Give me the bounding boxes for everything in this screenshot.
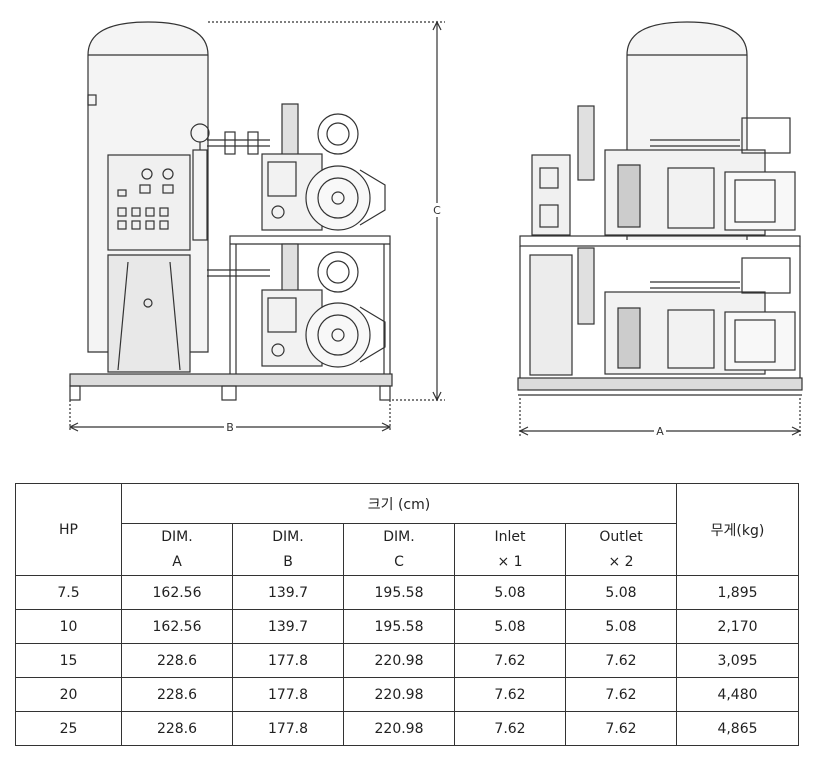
cell-outlet: 7.62	[565, 711, 677, 746]
dim-label-b: B	[226, 421, 234, 434]
header-hp: HP	[15, 483, 122, 576]
cell-dim-b: 139.7	[232, 575, 344, 610]
cell-hp: 7.5	[15, 575, 122, 610]
cell-inlet: 7.62	[454, 677, 566, 712]
cell-weight: 2,170	[676, 609, 799, 644]
subheader-outlet: Outlet× 2	[565, 523, 677, 576]
cell-dim-c: 195.58	[343, 575, 455, 610]
lower-pump-side	[529, 247, 796, 376]
tank-stand	[107, 254, 191, 373]
subheader-dim-b: DIM.B	[232, 523, 344, 576]
cell-inlet: 5.08	[454, 575, 566, 610]
table-row: 7.5 162.56 139.7 195.58 5.08 5.08 1,895	[15, 575, 799, 610]
lower-pump	[261, 243, 386, 368]
equipment-drawing: C B A	[68, 20, 803, 438]
cell-weight: 3,095	[676, 643, 799, 678]
upper-pump-side	[577, 105, 796, 236]
subheader-dim-c: DIM.C	[343, 523, 455, 576]
cell-weight: 1,895	[676, 575, 799, 610]
spec-table: HP 크기 (cm) 무게(kg) DIM.A DIM.B DIM.C Inle…	[15, 483, 799, 746]
cell-outlet: 5.08	[565, 575, 677, 610]
cell-dim-a: 228.6	[121, 643, 233, 678]
cell-dim-c: 220.98	[343, 643, 455, 678]
cell-dim-a: 228.6	[121, 711, 233, 746]
cell-dim-b: 177.8	[232, 677, 344, 712]
upper-pump	[261, 103, 386, 231]
front-view	[68, 20, 445, 432]
cell-inlet: 7.62	[454, 711, 566, 746]
cell-outlet: 7.62	[565, 643, 677, 678]
control-panel	[107, 154, 191, 251]
side-base	[517, 377, 803, 391]
cell-weight: 4,865	[676, 711, 799, 746]
cell-inlet: 7.62	[454, 643, 566, 678]
cell-dim-b: 177.8	[232, 643, 344, 678]
cell-hp: 10	[15, 609, 122, 644]
cell-dim-a: 228.6	[121, 677, 233, 712]
cell-outlet: 7.62	[565, 677, 677, 712]
dim-label-a: A	[656, 425, 664, 438]
dim-label-c: C	[433, 204, 441, 217]
subheader-dim-a: DIM.A	[121, 523, 233, 576]
cell-dim-a: 162.56	[121, 609, 233, 644]
cell-outlet: 5.08	[565, 609, 677, 644]
cell-dim-b: 139.7	[232, 609, 344, 644]
table-row: 15 228.6 177.8 220.98 7.62 7.62 3,095	[15, 643, 799, 678]
table-row: 20 228.6 177.8 220.98 7.62 7.62 4,480	[15, 677, 799, 712]
cell-dim-b: 177.8	[232, 711, 344, 746]
table-row: 10 162.56 139.7 195.58 5.08 5.08 2,170	[15, 609, 799, 644]
header-size: 크기 (cm)	[121, 483, 677, 524]
cell-hp: 15	[15, 643, 122, 678]
subheader-inlet: Inlet× 1	[454, 523, 566, 576]
cell-weight: 4,480	[676, 677, 799, 712]
cell-dim-c: 220.98	[343, 711, 455, 746]
front-base	[69, 373, 393, 387]
header-weight: 무게(kg)	[676, 483, 799, 576]
side-view	[517, 21, 803, 436]
cell-dim-c: 195.58	[343, 609, 455, 644]
cell-inlet: 5.08	[454, 609, 566, 644]
cell-dim-a: 162.56	[121, 575, 233, 610]
cell-hp: 25	[15, 711, 122, 746]
cell-dim-c: 220.98	[343, 677, 455, 712]
table-row: 25 228.6 177.8 220.98 7.62 7.62 4,865	[15, 711, 799, 746]
cell-hp: 20	[15, 677, 122, 712]
